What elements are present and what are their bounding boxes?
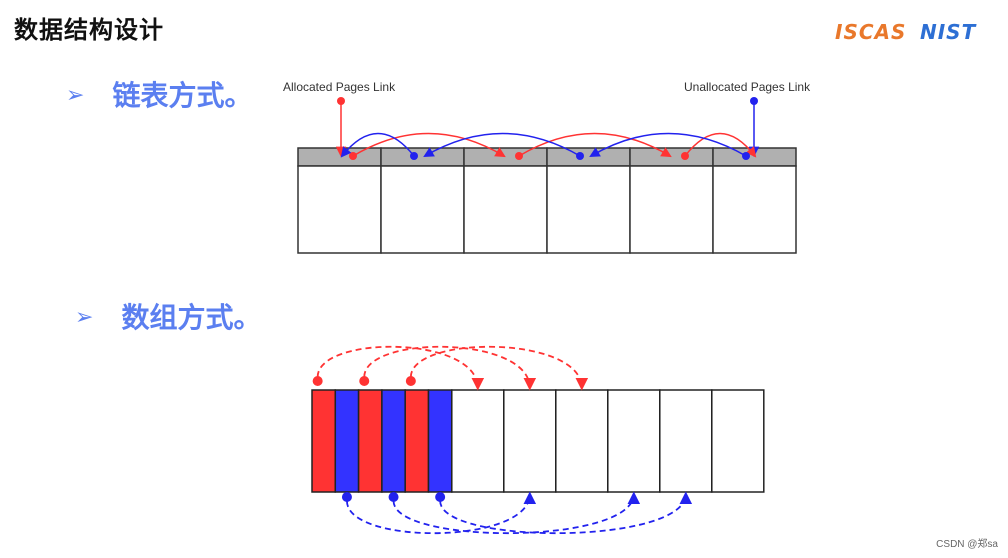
- page-cell: [546, 165, 631, 254]
- array-page-cell: [555, 389, 609, 493]
- unallocated-pointer-arrow: [439, 491, 693, 535]
- bullet-arrow-icon: ➢: [66, 83, 85, 108]
- unallocated-index-slot: [334, 389, 360, 493]
- unallocated-pointer-dot: [435, 492, 446, 502]
- allocated-link-arrow: [684, 132, 757, 158]
- page-title: 数据结构设计: [14, 16, 164, 44]
- page-header-band: [463, 147, 548, 167]
- array-page-cell: [503, 389, 557, 493]
- allocated-index-slot: [357, 389, 383, 493]
- array-page-cell: [659, 389, 713, 493]
- section-linked-list: ➢ 链表方式。: [66, 74, 252, 114]
- page-header-band: [297, 147, 382, 167]
- page-cell: [463, 165, 548, 254]
- page-cell: [629, 165, 714, 254]
- page-header-band: [380, 147, 465, 167]
- page-header-band: [629, 147, 714, 167]
- allocated-pointer-dot: [312, 376, 323, 386]
- unallocated-pointer-arrow: [392, 491, 641, 535]
- page-cell: [380, 165, 465, 254]
- nist-logo: NIST: [920, 20, 977, 44]
- allocated-pointer-arrow: [316, 345, 485, 391]
- unallocated-index-slot: [427, 389, 453, 493]
- array-diagram: [311, 345, 765, 535]
- array-page-cell: [607, 389, 661, 493]
- section-array: ➢ 数组方式。: [75, 296, 261, 336]
- allocated-pages-link-label: Allocated Pages Link: [283, 80, 396, 94]
- bullet-arrow-icon: ➢: [75, 305, 94, 330]
- page-cell: [712, 165, 797, 254]
- array-page-cell: [451, 389, 505, 493]
- allocated-pointer-dot: [405, 376, 416, 386]
- page-header-band: [546, 147, 631, 167]
- iscas-logo: ISCAS: [835, 20, 907, 44]
- unallocated-pointer-dot: [341, 492, 352, 502]
- unallocated-link-arrow: [589, 132, 747, 158]
- linked-list-diagram: [297, 97, 797, 254]
- array-page-cell: [711, 389, 765, 493]
- unallocated-pages-link-label: Unallocated Pages Link: [684, 80, 811, 94]
- unallocated-pointer-dot: [388, 492, 399, 502]
- csdn-watermark: CSDN @郑sa: [936, 539, 998, 550]
- section-linked-label: 链表方式。: [112, 79, 253, 112]
- page-cell: [297, 165, 382, 254]
- allocated-index-slot: [311, 389, 337, 493]
- allocated-pointer-arrow: [409, 345, 589, 391]
- allocated-link-arrow: [518, 132, 672, 158]
- unallocated-link-arrow: [423, 132, 581, 158]
- allocated-pointer-arrow: [363, 345, 537, 391]
- unallocated-link-arrow: [340, 132, 415, 158]
- unallocated-pointer-arrow: [346, 491, 537, 535]
- allocated-pointer-dot: [359, 376, 370, 386]
- allocated-link-arrow: [352, 132, 506, 158]
- section-array-label: 数组方式。: [121, 301, 262, 334]
- unallocated-index-slot: [381, 389, 406, 493]
- allocated-index-slot: [404, 389, 430, 493]
